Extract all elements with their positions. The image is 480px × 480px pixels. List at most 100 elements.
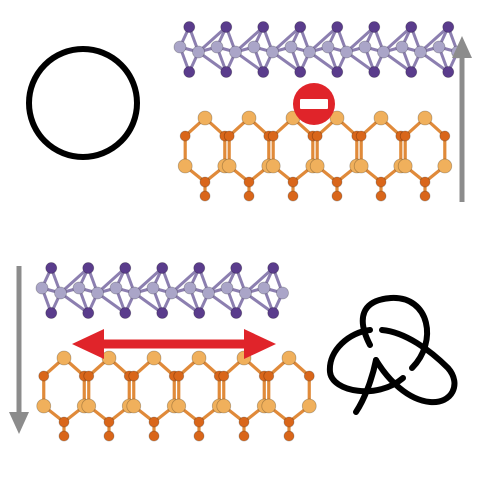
top-purple-layer [173,21,464,78]
atom [331,66,344,78]
atom [294,21,307,33]
atom [193,430,205,442]
atom [432,40,446,54]
atom [397,158,413,174]
atom [257,21,270,33]
atom [148,416,160,428]
atom [368,21,381,33]
atom [191,350,207,366]
atom [128,286,141,300]
atom [221,158,237,174]
atom [238,416,250,428]
atom [375,176,387,188]
bond [234,25,265,54]
atom [283,416,295,428]
atom [265,158,281,174]
atom [241,110,257,126]
atom [263,370,275,382]
atom [442,66,455,78]
atom [311,130,323,142]
atom [173,370,185,382]
atom [216,398,232,414]
atom [101,350,117,366]
atom [229,45,242,59]
atom [218,370,230,382]
atom [373,110,389,126]
atom [243,190,255,202]
atom [266,45,279,59]
atom [223,130,235,142]
atom [301,398,317,414]
atom [210,40,224,54]
atom [368,66,381,78]
atom [331,21,344,33]
atom [417,110,433,126]
atom [287,176,299,188]
atom [419,190,431,202]
bond [271,25,302,54]
bond [170,266,201,295]
atom [377,45,390,59]
atom [321,40,335,54]
atom [199,176,211,188]
atom [405,21,418,33]
atom [399,130,411,142]
atom [58,430,70,442]
atom [283,430,295,442]
atom [287,190,299,202]
atom [276,286,289,300]
atom [303,370,315,382]
atom [199,190,211,202]
atom [340,45,353,59]
atom [171,398,187,414]
atom [192,45,205,59]
atom [355,130,367,142]
atom [91,286,104,300]
atom [183,66,196,78]
atom [183,21,196,33]
atom [331,176,343,188]
bottom-purple-layer [35,262,289,319]
atom [45,307,58,319]
bond [419,25,450,54]
atom [148,430,160,442]
atom [309,158,325,174]
atom [220,281,234,295]
atom [82,307,95,319]
atom [197,110,213,126]
atom [267,262,280,274]
atom [281,350,297,366]
bottom-panel [9,262,458,442]
atom [35,281,49,295]
bond [197,25,228,54]
atom [414,45,427,59]
atom [109,281,123,295]
atom [72,281,86,295]
bond [207,266,238,295]
atom [128,370,140,382]
up-arrow-icon [452,36,472,202]
atom [193,416,205,428]
bond [59,266,90,295]
atom [437,158,453,174]
atom [257,66,270,78]
unknot-circle-icon [26,46,140,160]
atom [83,370,95,382]
bond [244,266,275,295]
atom [220,66,233,78]
atom [119,262,132,274]
atom [103,416,115,428]
down-arrow-icon [9,266,29,434]
trefoil-knot-icon [326,294,458,415]
atom [119,307,132,319]
atom [146,350,162,366]
atom [238,430,250,442]
atom [353,158,369,174]
atom [58,416,70,428]
atom [81,398,97,414]
top-orange-layer [177,110,453,202]
atom [284,40,298,54]
atom [146,281,160,295]
atom [45,262,58,274]
